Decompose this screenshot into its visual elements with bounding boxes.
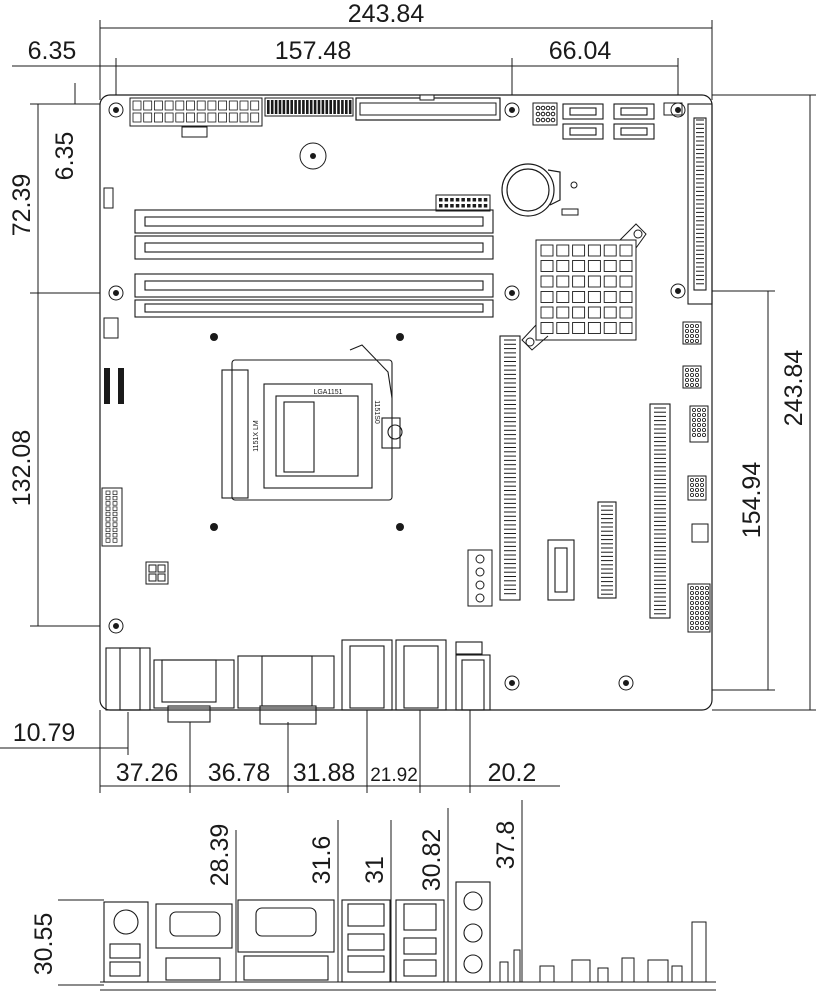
dimm-slots xyxy=(134,209,494,318)
cpu-label-side: 1151S0 xyxy=(373,400,380,424)
mounting-hole xyxy=(504,675,520,691)
dim-left-upper: 72.39 xyxy=(8,174,36,237)
mounting-hole xyxy=(504,102,520,118)
right-edge-slot xyxy=(687,103,713,305)
chipset-heatsink xyxy=(521,223,647,351)
dim-right-lower: 154.94 xyxy=(738,462,766,539)
dim-io-spacing: 36.78 xyxy=(208,759,271,787)
dim-right-overall: 243.84 xyxy=(780,350,808,427)
mounting-hole xyxy=(670,283,686,299)
board-io-ports xyxy=(105,639,491,725)
rear-dimension-lines xyxy=(58,800,523,986)
aux-power-connector xyxy=(145,561,169,585)
vertical-headers xyxy=(104,368,124,404)
cpu-label-right: LGA1151 xyxy=(313,389,342,396)
dim-io-spacing: 37.26 xyxy=(116,759,179,787)
m2-slot xyxy=(547,539,575,601)
mounting-hole xyxy=(108,285,124,301)
fan-header-left-2 xyxy=(103,317,119,339)
right-headers xyxy=(682,321,711,633)
pcie-slots-small xyxy=(597,403,671,619)
molex-connector xyxy=(467,549,493,607)
cmos-battery xyxy=(501,163,561,217)
fan-header-left xyxy=(103,187,114,209)
dim-rear-height: 37.8 xyxy=(492,821,520,870)
dim-rear-height: 31.6 xyxy=(308,836,336,885)
dim-left-middle: 132.08 xyxy=(8,430,36,506)
mounting-hole xyxy=(504,285,520,301)
pin-header-strip xyxy=(264,97,354,117)
small-header xyxy=(532,102,558,126)
cpu-label-left: 1151X LM xyxy=(253,420,260,452)
cpu-cooler-holes xyxy=(210,333,404,531)
mounting-holes xyxy=(108,102,686,691)
dim-top-left-offset: 6.35 xyxy=(28,37,77,65)
lpc-header xyxy=(435,194,491,212)
com-header-left xyxy=(101,487,123,547)
board-outline xyxy=(99,94,713,711)
dim-rear-height: 30.82 xyxy=(418,829,446,892)
atx-power-connector xyxy=(129,97,263,127)
dim-top-right-span: 66.04 xyxy=(549,37,612,65)
right-dimension-lines xyxy=(700,94,816,711)
dim-rear-height: 28.39 xyxy=(206,824,234,887)
top-dimension-lines xyxy=(12,20,713,106)
dim-rear-ps2-height: 30.55 xyxy=(30,913,58,976)
mounting-hole xyxy=(108,102,124,118)
dim-io-spacing: 21.92 xyxy=(370,765,418,786)
buzzer xyxy=(299,142,327,170)
dim-top-overall: 243.84 xyxy=(348,0,425,28)
dim-rear-height: 31 xyxy=(361,856,389,884)
dim-io-ps2-offset: 10.79 xyxy=(13,719,76,747)
cpu-socket xyxy=(221,344,403,501)
mounting-hole xyxy=(618,675,634,691)
sata-connectors xyxy=(562,103,655,140)
rear-view xyxy=(100,881,716,991)
dim-io-spacing: 31.88 xyxy=(293,759,356,787)
dim-left-top-offset: 6.35 xyxy=(51,132,79,181)
dim-top-hole-span: 157.48 xyxy=(275,37,351,65)
dim-io-spacing: 20.2 xyxy=(488,759,537,787)
pcie-slot-x16 xyxy=(499,335,521,601)
io-dimension-lines xyxy=(0,710,560,793)
front-panel-header xyxy=(663,102,683,116)
fan-header xyxy=(181,126,208,138)
mounting-hole xyxy=(108,618,124,634)
